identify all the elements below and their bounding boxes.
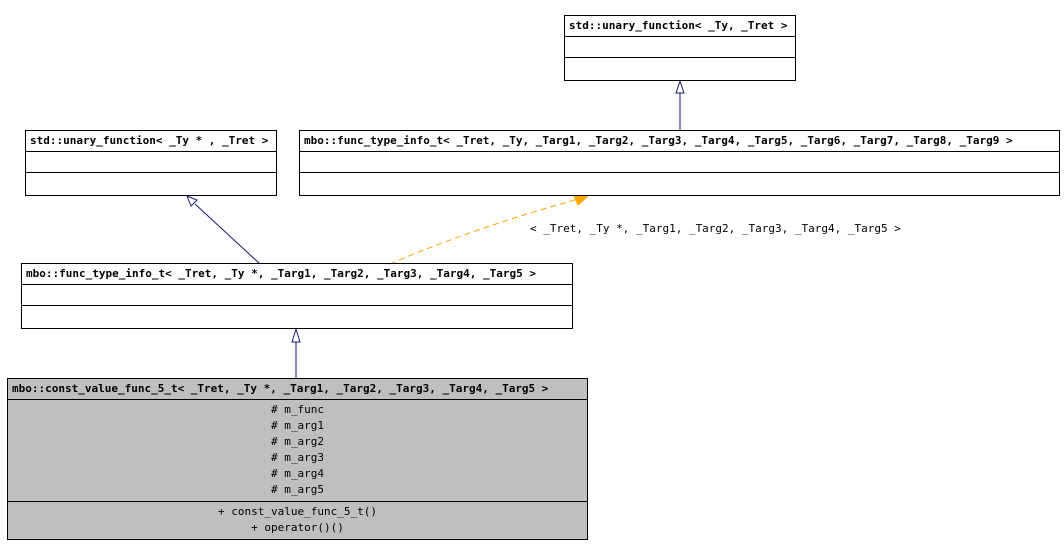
class-title: mbo::func_type_info_t< _Tret, _Ty *, _Ta… <box>22 264 572 285</box>
class-attributes-section <box>26 152 276 173</box>
class-attributes-section <box>300 152 1059 173</box>
attribute-m-arg3: # m_arg3 <box>271 451 324 464</box>
method-operator-call: + operator()() <box>251 521 344 534</box>
class-methods-section <box>565 58 795 78</box>
class-title: std::unary_function< _Ty * , _Tret > <box>26 131 276 152</box>
class-methods-section: + const_value_func_5_t() + operator()() <box>8 502 587 539</box>
inherit-edge-func-info-5-left <box>194 203 261 265</box>
inherit-arrowhead-func-info-5-left <box>186 195 198 207</box>
class-methods-section <box>26 173 276 193</box>
class-attributes-section: # m_func # m_arg1 # m_arg2 # m_arg3 # m_… <box>8 400 587 502</box>
inherit-arrowhead-func-info-9 <box>675 79 685 94</box>
class-attributes-section <box>565 37 795 58</box>
attribute-m-func: # m_func <box>271 403 324 416</box>
class-box-func-type-info-5[interactable]: mbo::func_type_info_t< _Tret, _Ty *, _Ta… <box>21 263 573 329</box>
attribute-m-arg4: # m_arg4 <box>271 467 324 480</box>
class-attributes-section <box>22 285 572 306</box>
class-title: std::unary_function< _Ty, _Tret > <box>565 16 795 37</box>
class-title: mbo::func_type_info_t< _Tret, _Ty, _Targ… <box>300 131 1059 152</box>
class-box-unary-function-ty[interactable]: std::unary_function< _Ty, _Tret > <box>564 15 796 81</box>
template-edge <box>389 199 576 265</box>
template-args-label: < _Tret, _Ty *, _Targ1, _Targ2, _Targ3, … <box>530 222 901 235</box>
attribute-m-arg2: # m_arg2 <box>271 435 324 448</box>
class-methods-section <box>22 306 572 326</box>
method-constructor: + const_value_func_5_t() <box>218 505 377 518</box>
class-methods-section <box>300 173 1059 193</box>
class-box-unary-function-ty-ptr[interactable]: std::unary_function< _Ty * , _Tret > <box>25 130 277 196</box>
template-arrowhead <box>573 195 590 206</box>
class-box-const-value-func-5[interactable]: mbo::const_value_func_5_t< _Tret, _Ty *,… <box>7 378 588 540</box>
class-title: mbo::const_value_func_5_t< _Tret, _Ty *,… <box>8 379 587 400</box>
attribute-m-arg5: # m_arg5 <box>271 483 324 496</box>
inherit-arrowhead-const-value <box>291 327 301 343</box>
class-box-func-type-info-9[interactable]: mbo::func_type_info_t< _Tret, _Ty, _Targ… <box>299 130 1060 196</box>
attribute-m-arg1: # m_arg1 <box>271 419 324 432</box>
